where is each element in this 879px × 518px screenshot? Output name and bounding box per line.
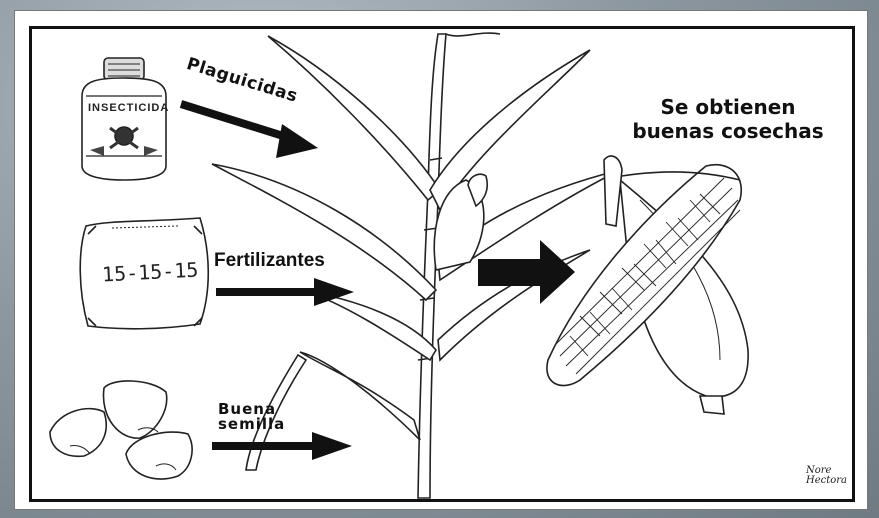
seed-label: Buena semilla <box>218 402 285 432</box>
insecticide-bottle-icon <box>82 58 166 180</box>
seed-kernels-icon <box>50 381 192 479</box>
big-arrow <box>478 240 575 304</box>
seed-arrow <box>212 432 352 460</box>
corn-cob-icon <box>547 156 748 414</box>
pesticide-arrow <box>181 104 318 158</box>
seed-label-line2: semilla <box>218 417 285 432</box>
result-label-line1: Se obtienen <box>598 95 858 119</box>
result-label-line2: buenas cosechas <box>598 119 858 143</box>
fertilizers-label: Fertilizantes <box>214 250 325 272</box>
bag-label: 15-15-15 <box>101 257 198 286</box>
bottle-label: INSECTICIDA <box>88 102 169 114</box>
result-label: Se obtienen buenas cosechas <box>598 95 858 143</box>
artist-signature: Nore Hectora <box>806 466 847 486</box>
signature-line2: Hectora <box>806 476 847 486</box>
